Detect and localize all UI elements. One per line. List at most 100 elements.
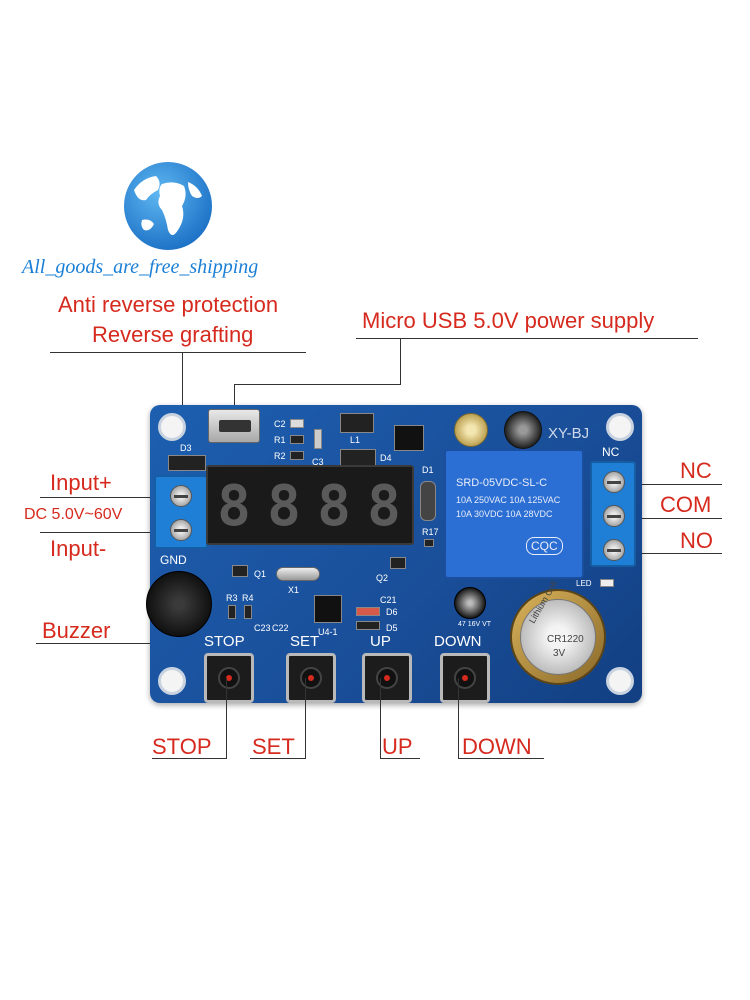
silk-c23: C23 (254, 623, 271, 633)
coin-cell: Lithium Cell CR1220 3V (520, 579, 596, 675)
input-plus-leader (40, 497, 180, 498)
button-label-set: SET (290, 633, 320, 650)
buzzer-leader (36, 643, 176, 644)
stop-leader-v (226, 678, 227, 758)
resistor-c2 (290, 419, 304, 428)
up-leader-v (380, 678, 381, 758)
capacitor-47uf (454, 587, 486, 619)
down-button[interactable] (440, 653, 490, 703)
ic-u4 (314, 595, 342, 623)
diode-d1 (420, 481, 436, 521)
battery-text-2: CR1220 (547, 634, 584, 645)
output-terminal-block (590, 461, 636, 567)
silk-nc: NC (602, 445, 620, 459)
diode-d5 (356, 621, 380, 630)
silk-d6: D6 (386, 607, 398, 617)
output-screw-nc[interactable] (603, 471, 625, 493)
usb-power-leader-h (234, 384, 401, 385)
input-screw-minus[interactable] (170, 519, 192, 541)
display-digit-1: 8 (217, 474, 251, 539)
silk-q2: Q2 (376, 573, 389, 583)
mount-hole-top-right (606, 413, 634, 441)
resistor-r2 (290, 451, 304, 460)
anti-reverse-underline (50, 352, 306, 353)
mount-hole-top-left (158, 413, 186, 441)
set-label: SET (252, 734, 295, 759)
anti-reverse-label-line1: Anti reverse protection (58, 292, 279, 317)
capacitor-black (504, 411, 542, 449)
silk-x1: X1 (288, 585, 300, 595)
mount-hole-bottom-right (606, 667, 634, 695)
relay-rating-1: 10A 250VAC 10A 125VAC (456, 495, 561, 505)
buzzer (146, 571, 212, 637)
stop-label: STOP (152, 734, 212, 759)
stop-button[interactable] (204, 653, 254, 703)
up-button[interactable] (362, 653, 412, 703)
battery-text-1: Lithium Cell (527, 579, 560, 625)
battery-text-3: 3V (553, 648, 566, 659)
silk-q1: Q1 (254, 569, 267, 579)
usb-power-underline (356, 338, 698, 339)
output-screw-no[interactable] (603, 539, 625, 561)
silk-d1: D1 (422, 465, 434, 475)
anti-reverse-leader (182, 352, 183, 444)
relay-brand: CQC (526, 537, 563, 555)
diode-d3 (168, 455, 206, 471)
set-button[interactable] (286, 653, 336, 703)
down-leader-h (458, 758, 544, 759)
resistor-r4 (244, 605, 252, 619)
input-screw-plus[interactable] (170, 485, 192, 507)
relay-rating-2: 10A 30VDC 10A 28VDC (456, 509, 553, 519)
transistor-q1 (232, 565, 248, 577)
silk-led: LED (576, 579, 592, 588)
relay: SRD-05VDC-SL-C 10A 250VAC 10A 125VAC 10A… (444, 449, 584, 579)
resistor-r1 (290, 435, 304, 444)
nc-leader (612, 484, 722, 485)
silk-c3: C3 (312, 457, 324, 467)
output-screw-com[interactable] (603, 505, 625, 527)
status-led (600, 579, 614, 587)
silk-r2: R2 (274, 451, 286, 461)
set-leader-h (250, 758, 306, 759)
nc-label: NC (680, 458, 712, 483)
input-minus-leader (40, 532, 180, 533)
model-name: XY-BJ (548, 425, 590, 442)
silk-l1: L1 (350, 435, 361, 445)
silk-r1: R1 (274, 435, 286, 445)
capacitor-gold (454, 413, 488, 447)
dc-range-label: DC 5.0V~60V (24, 506, 123, 523)
silk-cap: 47 16V VT (458, 621, 492, 628)
silk-d3: D3 (180, 443, 192, 453)
button-label-up: UP (370, 633, 391, 650)
buzzer-label: Buzzer (42, 618, 111, 643)
usb-power-leader-down (234, 384, 235, 414)
display-digit-4: 8 (367, 474, 401, 539)
silk-c2: C2 (274, 419, 286, 429)
silk-r3: R3 (226, 593, 238, 603)
anti-reverse-label-line2: Reverse grafting (92, 322, 254, 347)
resistor-r3 (228, 605, 236, 619)
resistor-r17 (424, 539, 434, 547)
globe-logo-icon (122, 160, 214, 252)
silk-r4: R4 (242, 593, 254, 603)
com-label: COM (660, 492, 712, 517)
stop-leader-h (152, 758, 227, 759)
up-leader-h (380, 758, 420, 759)
button-label-stop: STOP (204, 633, 245, 650)
usb-power-leader-v (400, 338, 401, 384)
silk-d4: D4 (380, 453, 392, 463)
battery-holder: Lithium Cell CR1220 3V (510, 579, 606, 685)
silk-c21: C21 (380, 595, 397, 605)
diode-d6 (356, 607, 380, 616)
button-label-down: DOWN (434, 633, 482, 650)
silk-u4: U4-1 (318, 627, 338, 637)
up-label: UP (382, 734, 413, 759)
cap-c3 (314, 429, 322, 449)
display-digit-2: 8 (267, 474, 301, 539)
pcb-board: D3 C2 R1 R2 C3 L1 D4 XY-BJ GND 8 8 8 8 D… (146, 405, 642, 703)
transistor-q2 (390, 557, 406, 569)
no-label: NO (680, 528, 713, 553)
silk-r17: R17 (422, 527, 439, 537)
input-minus-label: Input- (50, 536, 107, 561)
silk-c22: C22 (272, 623, 289, 633)
